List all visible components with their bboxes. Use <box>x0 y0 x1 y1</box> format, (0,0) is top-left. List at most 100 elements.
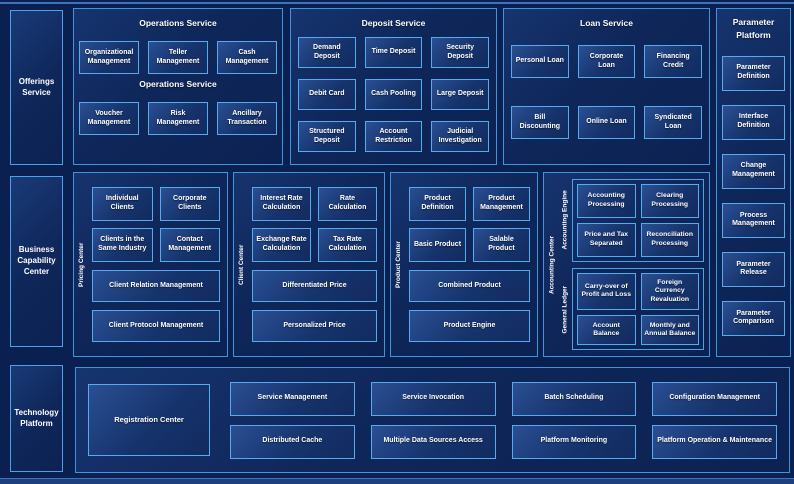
accounting-engine-group: Accounting Engine Accounting Processing … <box>559 179 704 262</box>
box-structured-deposit: Structured Deposit <box>298 121 356 152</box>
box-batch-scheduling: Batch Scheduling <box>511 381 637 416</box>
operations-service-mid-label: Operations Service <box>139 79 217 89</box>
box-service-management: Service Management <box>230 381 355 416</box>
sidebar-offerings-label: Offerings Service <box>18 76 55 97</box>
box-corporate-clients: Corporate Clients <box>159 187 220 221</box>
box-demand-deposit: Demand Deposit <box>298 37 356 68</box>
client-center-panel: Client Center Interest Rate Calculation … <box>233 172 385 357</box>
operations-service-title: Operations Service <box>139 18 217 28</box>
box-clients-same-industry: Clients in the Same Industry <box>92 228 153 262</box>
box-large-deposit: Large Deposit <box>431 79 489 110</box>
box-salable-product: Salable Product <box>473 228 530 262</box>
box-individual-clients: Individual Clients <box>92 187 153 221</box>
loan-service-title: Loan Service <box>580 18 633 28</box>
product-small-grid: Product Definition Product Management Ba… <box>409 187 530 262</box>
pricing-center-panel: Pricing Center Individual Clients Corpor… <box>73 172 228 357</box>
box-platform-operation-maintenance: Platform Operation & Maintenance <box>652 424 777 459</box>
general-ledger-grid: Carry-over of Profit and Loss Foreign Cu… <box>572 267 704 350</box>
box-accounting-processing: Accounting Processing <box>577 184 636 218</box>
product-center-panel: Product Center Product Definition Produc… <box>390 172 538 357</box>
accounting-groups: Accounting Engine Accounting Processing … <box>559 179 704 350</box>
box-parameter-release: Parameter Release <box>722 251 785 287</box>
operations-service-panel: Operations Service Organizational Manage… <box>73 8 283 165</box>
box-product-engine: Product Engine <box>409 310 530 342</box>
box-change-management: Change Management <box>722 153 785 189</box>
sidebar-offerings-service: Offerings Service <box>10 10 63 165</box>
operations-row-2: Voucher Management Risk Management Ancil… <box>79 102 277 135</box>
box-syndicated-loan: Syndicated Loan <box>644 106 702 139</box>
box-configuration-management: Configuration Management <box>652 381 777 416</box>
box-parameter-definition: Parameter Definition <box>722 55 785 91</box>
product-center-vertical-label: Product Center <box>395 241 403 288</box>
box-voucher-management: Voucher Management <box>79 102 139 135</box>
parameter-platform-title: Parameter Platform <box>732 17 775 40</box>
box-product-management: Product Management <box>473 187 530 221</box>
box-risk-management: Risk Management <box>148 102 208 135</box>
loan-service-panel: Loan Service Personal Loan Corporate Loa… <box>503 8 710 165</box>
accounting-engine-vertical-label: Accounting Engine <box>561 190 569 250</box>
box-personal-loan: Personal Loan <box>511 45 569 78</box>
box-basic-product: Basic Product <box>409 228 466 262</box>
box-time-deposit: Time Deposit <box>364 37 423 68</box>
box-service-invocation: Service Invocation <box>370 381 496 416</box>
box-security-deposit: Security Deposit <box>431 37 489 68</box>
box-monthly-annual-balance: Monthly and Annual Balance <box>640 315 699 345</box>
client-center-vertical-label: Client Center <box>238 244 246 285</box>
box-interest-rate-calculation: Interest Rate Calculation <box>252 187 311 221</box>
box-corporate-loan: Corporate Loan <box>577 45 636 78</box>
box-client-protocol-management: Client Protocol Management <box>92 310 220 342</box>
box-reconciliation-processing: Reconciliation Processing <box>640 222 699 257</box>
deposit-service-title: Deposit Service <box>361 18 426 28</box>
deposit-service-panel: Deposit Service Demand Deposit Time Depo… <box>290 8 497 165</box>
box-exchange-rate-calculation: Exchange Rate Calculation <box>252 228 311 262</box>
box-product-definition: Product Definition <box>409 187 466 221</box>
box-bill-discounting: Bill Discounting <box>511 106 569 139</box>
box-teller-management: Teller Management <box>148 41 208 74</box>
box-foreign-currency-revaluation: Foreign Currency Revaluation <box>640 272 699 311</box>
sidebar-technology-platform: Technology Platform <box>10 365 63 472</box>
pricing-center-content: Individual Clients Corporate Clients Cli… <box>90 173 227 356</box>
top-frame-line <box>0 2 794 4</box>
accounting-engine-grid: Accounting Processing Clearing Processin… <box>572 179 704 262</box>
box-process-management: Process Management <box>722 202 785 238</box>
box-clearing-processing: Clearing Processing <box>640 184 699 218</box>
sidebar-business-capability-center: Business Capability Center <box>10 176 63 347</box>
box-account-restriction: Account Restriction <box>364 121 423 152</box>
accounting-center-panel: Accounting Center Accounting Engine Acco… <box>543 172 710 357</box>
deposit-grid: Demand Deposit Time Deposit Security Dep… <box>298 37 489 152</box>
box-interface-definition: Interface Definition <box>722 104 785 140</box>
box-combined-product: Combined Product <box>409 270 530 302</box>
box-multiple-data-sources-access: Multiple Data Sources Access <box>370 424 496 459</box>
parameter-platform-list: Parameter Definition Interface Definitio… <box>722 42 785 357</box>
box-online-loan: Online Loan <box>577 106 636 139</box>
loan-grid: Personal Loan Corporate Loan Financing C… <box>511 45 702 139</box>
client-small-grid: Interest Rate Calculation Rate Calculati… <box>252 187 377 262</box>
pricing-small-grid: Individual Clients Corporate Clients Cli… <box>92 187 220 262</box>
box-distributed-cache: Distributed Cache <box>230 424 355 459</box>
operations-row-1: Organizational Management Teller Managem… <box>79 41 277 74</box>
technology-platform-panel: Registration Center Service Management S… <box>75 367 790 473</box>
box-rate-calculation: Rate Calculation <box>318 187 377 221</box>
client-center-content: Interest Rate Calculation Rate Calculati… <box>250 173 384 356</box>
box-registration-center: Registration Center <box>88 384 210 456</box>
box-contact-management: Contact Management <box>159 228 220 262</box>
box-debit-card: Debit Card <box>298 79 356 110</box>
box-parameter-comparison: Parameter Comparison <box>722 300 785 336</box>
box-platform-monitoring: Platform Monitoring <box>511 424 637 459</box>
sidebar-technology-label: Technology Platform <box>14 407 59 428</box>
product-center-content: Product Definition Product Management Ba… <box>407 173 537 356</box>
box-ancillary-transaction: Ancillary Transaction <box>217 102 277 135</box>
box-client-relation-management: Client Relation Management <box>92 270 220 302</box>
box-cash-management: Cash Management <box>217 41 277 74</box>
box-price-and-tax-separated: Price and Tax Separated <box>577 222 636 257</box>
sidebar-business-label: Business Capability Center <box>17 245 56 276</box>
box-cash-pooling: Cash Pooling <box>364 79 423 110</box>
box-financing-credit: Financing Credit <box>644 45 702 78</box>
box-tax-rate-calculation: Tax Rate Calculation <box>318 228 377 262</box>
bottom-frame-band <box>0 478 794 484</box>
parameter-platform-panel: Parameter Platform Parameter Definition … <box>716 8 791 357</box>
box-judicial-investigation: Judicial Investigation <box>431 121 489 152</box>
accounting-center-vertical-label: Accounting Center <box>548 235 556 294</box>
box-carry-over-profit-loss: Carry-over of Profit and Loss <box>577 272 636 311</box>
